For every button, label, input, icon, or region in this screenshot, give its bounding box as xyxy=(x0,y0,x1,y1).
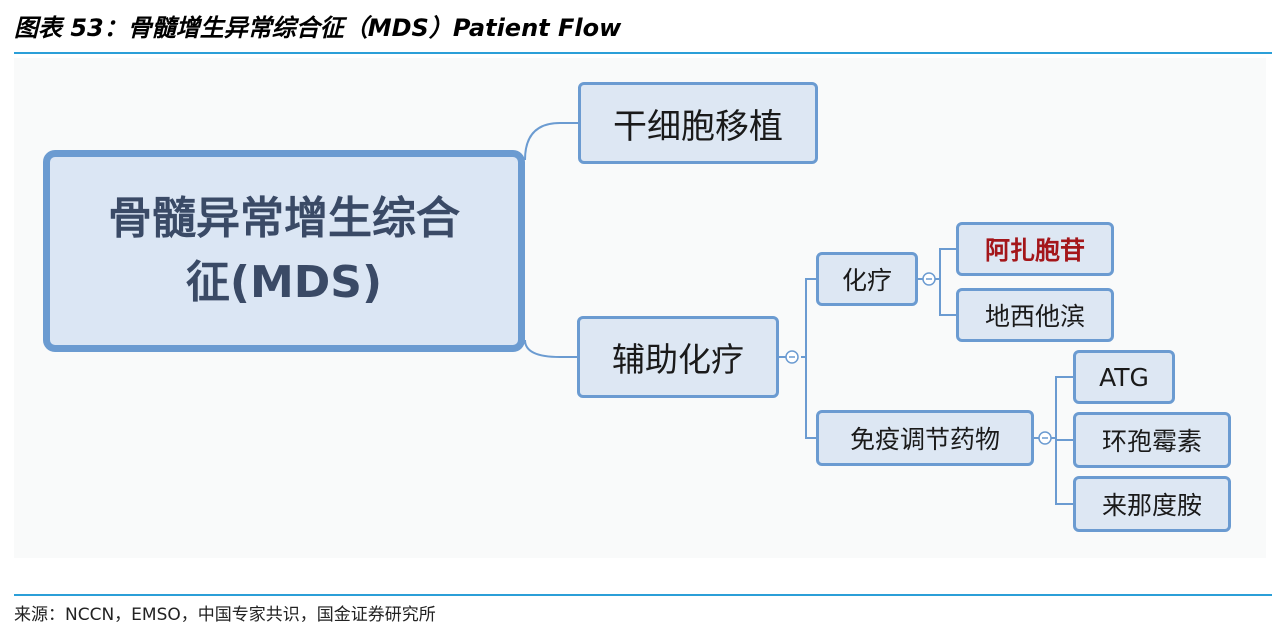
node-chemotherapy: 化疗 xyxy=(816,252,918,306)
connector-root-sup xyxy=(524,339,577,358)
node-immunomodulators: 免疫调节药物 xyxy=(816,410,1034,466)
root-node-mds: 骨髓异常增生综合征(MDS) xyxy=(43,150,525,352)
node-azacitidine: 阿扎胞苷 xyxy=(956,222,1114,276)
title-divider xyxy=(14,52,1272,54)
node-supportive-therapy: 辅助化疗 xyxy=(577,316,779,398)
figure-title: 图表 53：骨髓增生异常综合征（MDS）Patient Flow xyxy=(14,14,622,42)
node-decitabine: 地西他滨 xyxy=(956,288,1114,342)
connector-root-sct xyxy=(524,122,578,161)
connector-immune-branch xyxy=(1034,376,1073,505)
connector-sup-branch xyxy=(779,278,816,439)
node-atg: ATG xyxy=(1073,350,1175,404)
source-note: 来源：NCCN，EMSO，中国专家共识，国金证券研究所 xyxy=(14,605,436,625)
node-stem-cell-transplant: 干细胞移植 xyxy=(578,82,818,164)
node-lenalidomide: 来那度胺 xyxy=(1073,476,1231,532)
node-cyclosporine: 环孢霉素 xyxy=(1073,412,1231,468)
footer-divider xyxy=(14,594,1272,596)
